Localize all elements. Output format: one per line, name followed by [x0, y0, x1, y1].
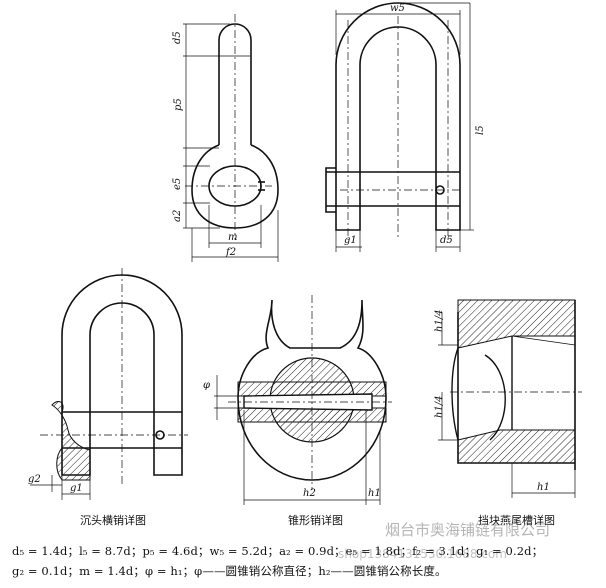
label-h1: h1 [368, 488, 381, 499]
label-a2: a2 [172, 210, 183, 222]
dovetail-curve-inner [484, 354, 506, 441]
formula-line-2: g₂ = 0.1d；m = 1.4d；φ = h₁；φ——圆锥销公称直径；h₂—… [12, 564, 447, 578]
dovetail-curve-left [451, 347, 459, 441]
tapered-centerlines [228, 295, 392, 490]
label-e5: e5 [172, 178, 183, 190]
countersunk-dimensions [30, 475, 91, 500]
formula-line-1: d₅ = 1.4d；l₅ = 8.7d；p₅ = 4.6d；w₅ = 5.2d；… [12, 544, 544, 558]
dovetail-taper-line [511, 335, 576, 346]
label-d5: d5 [172, 31, 183, 44]
tapered-dimensions [214, 375, 381, 505]
label-l5: l5 [475, 125, 486, 135]
label-g1: g1 [344, 235, 357, 246]
label-h1-quarter-top: h1/4 [434, 309, 445, 332]
caption-countersunk: 沉头横销详图 [80, 513, 146, 527]
side-view-centerlines [185, 14, 272, 240]
label-d5-bottom: d5 [440, 235, 453, 246]
label-h1-dovetail: h1 [537, 482, 550, 493]
dovetail-dimensions [438, 312, 576, 498]
caption-tapered: 锥形销详图 [288, 513, 343, 527]
label-f2: f2 [225, 247, 236, 258]
caption-stopper: 挡块燕尾槽详图 [478, 513, 555, 527]
countersunk-centerlines [40, 268, 188, 485]
dovetail-lower-hatch [457, 429, 576, 464]
front-view-shackle [325, 2, 461, 231]
countersunk-hatched-section [51, 401, 91, 481]
label-h2: h2 [303, 488, 316, 499]
label-p5: p5 [173, 98, 184, 111]
label-w5: w5 [390, 3, 405, 14]
label-phi: φ [203, 380, 210, 391]
front-view-dimensions [335, 2, 474, 252]
watermark-company: 烟台市奥海铺链有限公司 [385, 521, 551, 539]
label-g1-detail: g1 [70, 483, 83, 494]
front-view-centerlines [340, 16, 462, 240]
label-g2: g2 [28, 474, 41, 485]
side-view-dimensions [183, 23, 279, 262]
label-h1-quarter-bottom: h1/4 [434, 395, 445, 418]
watermark-site: shop1384131530.1688.com [338, 547, 507, 561]
dovetail-upper-hatch [457, 299, 576, 349]
label-m: m [228, 232, 237, 243]
